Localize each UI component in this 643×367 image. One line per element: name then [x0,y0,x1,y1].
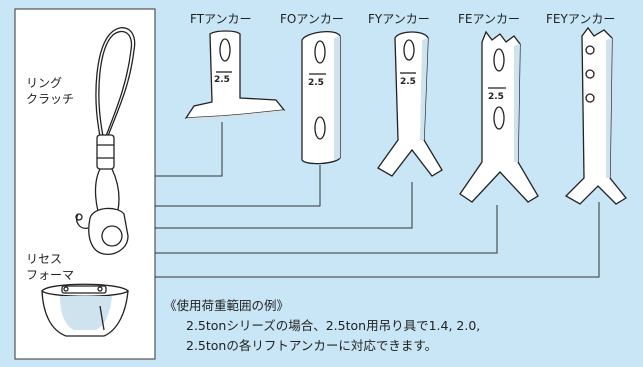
fo-rating-mark: 2.5 [308,78,324,88]
connector-ft [155,122,223,177]
anchor-label-fo: FOアンカー [280,12,344,26]
note-heading: 《使用荷重範囲の例》 [164,298,290,313]
fe-rating-mark: 2.5 [488,92,504,102]
connector-fo [155,165,321,207]
recess-former-drawing [41,283,129,337]
connector-lines [155,122,600,278]
fy-anchor-drawing [377,31,443,177]
anchor-label-fe: FEアンカー [458,12,521,26]
ring-clutch-label-line1: リング [26,76,63,90]
fey-anchor-drawing [564,26,627,205]
anchor-label-fy: FYアンカー [368,12,430,26]
connector-fy [155,182,413,229]
ft-rating-mark: 2.5 [214,75,230,85]
connector-fey [155,202,600,278]
anchor-label-fey: FEYアンカー [546,12,616,26]
fe-anchor-drawing [459,30,539,203]
note-line-2: 2.5tonの各リフトアンカーに対応できます。 [186,338,438,353]
fo-anchor-drawing [301,30,341,165]
ring-clutch-drawing [75,27,136,255]
anchor-label-ft: FTアンカー [190,12,252,26]
ft-anchor-drawing [184,30,286,122]
note-line-1: 2.5tonシリーズの場合、2.5ton用吊り具で1.4, 2.0, [186,318,481,333]
connector-fe [155,205,498,254]
ring-clutch-label-line2: クラッチ [26,92,75,106]
recess-former-label-line2: フォーマ [26,268,75,282]
fy-rating-mark: 2.5 [400,77,416,87]
recess-former-label-line1: リセス [26,252,63,266]
